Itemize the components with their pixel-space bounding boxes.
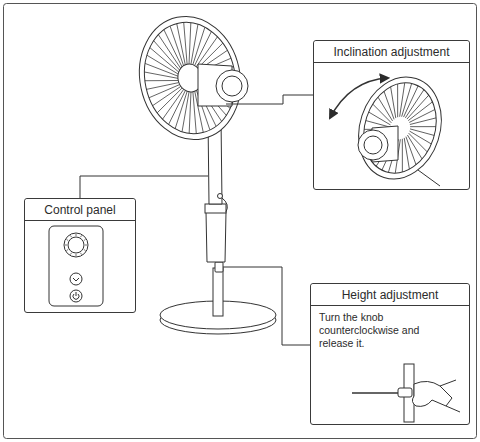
inclination-illustration	[330, 66, 454, 190]
fan-head	[128, 7, 252, 149]
callout-box: Control panel	[24, 198, 136, 313]
grille-spoke	[168, 91, 194, 129]
grille-spoke	[405, 133, 431, 152]
dial-tick	[85, 245, 87, 246]
dial-tick	[76, 234, 77, 236]
leader-line	[80, 176, 208, 198]
grille-ring	[352, 73, 447, 182]
dial-tick	[71, 235, 72, 237]
tube-knob	[218, 194, 223, 199]
motor-cap	[358, 130, 388, 160]
dial-tick	[84, 240, 86, 241]
grille-rim	[128, 7, 252, 149]
callout-note: Turn the knob counterclockwise and relea…	[311, 306, 451, 350]
grille-spoke	[146, 82, 178, 89]
dial-tick	[66, 240, 68, 241]
grille-spoke	[158, 32, 180, 72]
callout-box: Height adjustmentTurn the knob countercl…	[310, 283, 470, 425]
chevron-icon	[73, 278, 79, 281]
callout-title: Control panel	[25, 199, 135, 221]
grille-spoke	[388, 84, 407, 117]
grille-spoke	[157, 89, 188, 119]
callout-box: Inclination adjustment	[313, 40, 470, 190]
dial-tick	[71, 253, 72, 255]
grille-spoke	[410, 111, 436, 132]
grille-spoke	[181, 23, 200, 65]
wrist	[440, 380, 460, 412]
outer-frame	[4, 4, 477, 439]
dial-tick	[84, 250, 86, 251]
dial-ticks	[65, 234, 87, 256]
grille-spoke	[162, 90, 191, 124]
grille-spoke	[150, 86, 184, 105]
grille-spoke	[145, 57, 178, 82]
grille-spoke	[150, 43, 179, 77]
grille-spoke	[147, 50, 178, 80]
grille-spoke	[394, 83, 410, 117]
panel-face	[49, 226, 103, 306]
leader-line	[223, 267, 310, 345]
grille-spoke	[409, 103, 435, 129]
power-button	[70, 290, 82, 302]
knob	[398, 388, 412, 397]
grille-spoke	[145, 74, 178, 87]
speed-dial-inner	[68, 237, 84, 253]
tilted-fan-head	[346, 66, 454, 190]
grille-spoke	[181, 92, 200, 134]
cord	[222, 198, 227, 212]
motor-cap-inner	[222, 76, 242, 96]
grille-spoke	[186, 27, 212, 65]
lower-rod	[213, 268, 223, 316]
callout-title: Inclination adjustment	[314, 41, 469, 63]
grille-spoke	[396, 138, 418, 169]
grille-spoke	[153, 88, 186, 113]
dial-tick	[65, 245, 67, 246]
pole-stub	[418, 170, 440, 186]
height-illustration	[352, 364, 460, 422]
power-icon	[76, 292, 77, 296]
grille-spoke	[410, 119, 436, 134]
collar	[205, 204, 226, 213]
grille-spokes	[353, 74, 448, 183]
grille-spokes	[134, 14, 245, 142]
motor-cap	[216, 70, 248, 102]
dial-tick	[81, 235, 82, 237]
lower-tube	[206, 212, 226, 262]
grille-spoke	[382, 87, 404, 118]
speed-dial	[64, 233, 88, 257]
motor-cap-inner	[364, 136, 382, 154]
grille-ring	[134, 14, 245, 142]
mode-button	[70, 273, 82, 285]
grille-spoke	[401, 84, 412, 117]
callout-title: Height adjustment	[311, 284, 469, 306]
control-panel-illustration	[49, 226, 103, 306]
grille-spoke	[369, 104, 395, 123]
grille-spoke	[410, 128, 434, 137]
hand	[412, 381, 452, 406]
grille-spoke	[144, 65, 177, 84]
lever	[352, 392, 398, 394]
height-knob	[215, 262, 223, 272]
grille-spoke	[148, 85, 181, 98]
dial-tick	[81, 253, 82, 255]
stand-fan	[128, 7, 276, 334]
grille-spoke	[188, 31, 217, 65]
leader-line	[226, 95, 313, 104]
dial-tick	[66, 250, 68, 251]
dial-tick	[76, 254, 77, 256]
grille-spoke	[191, 37, 222, 67]
grille-rim	[346, 66, 454, 190]
